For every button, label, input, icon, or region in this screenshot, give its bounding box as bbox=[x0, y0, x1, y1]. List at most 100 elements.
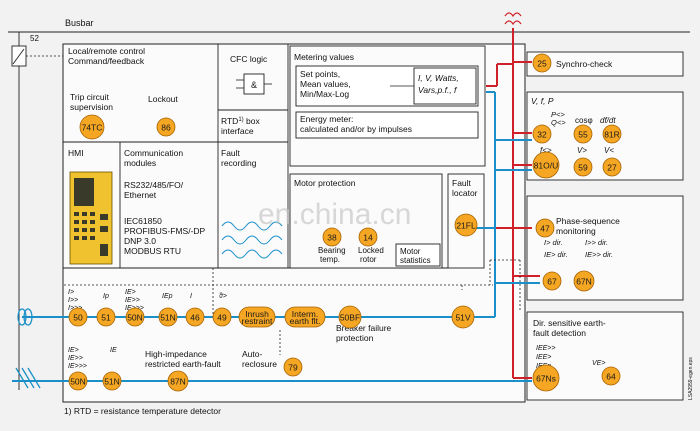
footnote: 1) RTD = resistance temperature detector bbox=[64, 406, 221, 416]
left-label-4: Ip bbox=[103, 293, 109, 300]
function-label: restraint bbox=[242, 316, 273, 326]
bearing-temp-label-2: temp. bbox=[320, 255, 340, 264]
energy-meter-1: Energy meter: bbox=[300, 114, 353, 124]
function-f55: 55 bbox=[573, 124, 593, 144]
comm-label-2: modules bbox=[124, 158, 156, 168]
trip-circuit-label-2: supervision bbox=[70, 102, 113, 112]
signal-routing bbox=[64, 259, 521, 355]
motor-statistics-2: statistics bbox=[400, 256, 431, 265]
left-label-11: IE>>> bbox=[68, 363, 87, 370]
sens-label-4: VE> bbox=[592, 360, 605, 367]
function-label: 50 bbox=[73, 313, 83, 323]
function-f51v: 51V bbox=[451, 305, 475, 329]
synchro-frame bbox=[526, 51, 684, 77]
function-label: 81O/U bbox=[534, 161, 559, 171]
rtd-label: RTD1) box bbox=[221, 116, 260, 126]
function-f50nb: 50N bbox=[68, 371, 88, 391]
comm-label-1: Communication bbox=[124, 148, 183, 158]
function-label: 51 bbox=[101, 313, 111, 323]
function-label: 50BF bbox=[340, 313, 360, 323]
vfp-vlt: V< bbox=[604, 146, 614, 155]
energy-meter-box bbox=[295, 111, 479, 139]
function-circle bbox=[102, 371, 122, 391]
auto-reclosure-2: reclosure bbox=[242, 359, 277, 369]
and-gate-symbol: & bbox=[251, 80, 257, 90]
voltage-lines bbox=[486, 28, 540, 379]
function-label: 47 bbox=[540, 224, 550, 234]
vfp-f: f<> bbox=[540, 146, 552, 155]
fault-locator-1: Fault bbox=[452, 178, 472, 188]
comm-label-5: IEC61850 bbox=[124, 216, 162, 226]
function-label: 21FL bbox=[456, 221, 476, 231]
function-circle bbox=[573, 124, 593, 144]
motor-protection-title: Motor protection bbox=[294, 178, 356, 188]
motor-statistics-box bbox=[395, 243, 441, 267]
function-label: 50N bbox=[70, 377, 86, 387]
metering-title: Metering values bbox=[294, 52, 354, 62]
phase-sequence-1: Phase-sequence bbox=[556, 216, 620, 226]
metering-value-2: Mean values, bbox=[300, 79, 351, 89]
vfp-cos: cosφ bbox=[575, 116, 593, 125]
comm-label-6: PROFIBUS-FMS/-DP bbox=[124, 226, 206, 236]
function-circle bbox=[125, 307, 145, 327]
function-circle bbox=[601, 366, 621, 386]
function-label: 64 bbox=[606, 372, 616, 382]
comm-label-3: RS232/485/FO/ bbox=[124, 180, 184, 190]
metering-quantities-box bbox=[413, 67, 477, 105]
command-feedback-label: Command/feedback bbox=[68, 56, 145, 66]
ground-label-1: I> dir. bbox=[544, 238, 563, 247]
function-f67n: 67N bbox=[573, 270, 595, 292]
busbar-label: Busbar bbox=[65, 18, 94, 28]
function-label: 55 bbox=[578, 130, 588, 140]
function-f51: 51 bbox=[96, 307, 116, 327]
motor-statistics-1: Motor bbox=[400, 247, 421, 256]
left-label-6: IE>> bbox=[125, 297, 140, 304]
breaker-id: 52 bbox=[30, 34, 39, 43]
left-label-8: IEp bbox=[162, 293, 173, 300]
function-circle bbox=[96, 307, 116, 327]
function-f32: 32 bbox=[532, 124, 552, 144]
function-f14: 14 bbox=[358, 227, 378, 247]
function-circle bbox=[535, 218, 555, 238]
function-circle bbox=[358, 227, 378, 247]
function-label: 59 bbox=[578, 163, 588, 173]
function-circle bbox=[79, 114, 105, 140]
function-label: Inrush bbox=[245, 309, 269, 319]
function-f59: 59 bbox=[573, 157, 593, 177]
left-label-12: I bbox=[190, 293, 192, 300]
function-label: 87N bbox=[170, 377, 186, 387]
ground-label-4: IE>> dir. bbox=[585, 250, 613, 259]
vfp-p: P<> bbox=[551, 110, 565, 119]
vfp-df: df/dt bbox=[600, 116, 616, 125]
function-f81ou: 81O/U bbox=[532, 151, 560, 179]
energy-meter-2: calculated and/or by impulses bbox=[300, 124, 412, 134]
function-interm: Interm.earth flt. bbox=[284, 306, 326, 328]
function-circle bbox=[338, 305, 362, 329]
left-label-14: ϑ> bbox=[219, 293, 227, 300]
function-label: 51N bbox=[160, 313, 176, 323]
current-transformer-bottom bbox=[15, 367, 41, 389]
function-f67ns: 67Ns bbox=[532, 364, 560, 392]
function-circle bbox=[212, 307, 232, 327]
synchro-check-label: Synchro-check bbox=[556, 59, 613, 69]
fault-recording-label: Fault bbox=[221, 148, 241, 158]
trip-circuit-label: Trip circuit bbox=[70, 92, 110, 102]
function-circle bbox=[573, 157, 593, 177]
function-label: 32 bbox=[537, 130, 547, 140]
phase-sequence-2: monitoring bbox=[556, 226, 596, 236]
function-label: 86 bbox=[161, 123, 171, 133]
function-f38: 38 bbox=[322, 227, 342, 247]
left-label-9: IE> bbox=[68, 347, 79, 354]
vfp-title: V, f, P bbox=[531, 96, 554, 106]
locked-rotor-label-2: rotor bbox=[360, 255, 377, 264]
fault-recording-label-2: recording bbox=[221, 158, 257, 168]
current-transformer-top bbox=[504, 12, 522, 26]
left-label-5: IE> bbox=[125, 289, 136, 296]
comm-label-4: Ethernet bbox=[124, 190, 157, 200]
metering-value-3: Min/Max-Log bbox=[300, 89, 349, 99]
function-circle bbox=[602, 124, 622, 144]
function-circle bbox=[167, 370, 189, 392]
lockout-label: Lockout bbox=[148, 94, 178, 104]
